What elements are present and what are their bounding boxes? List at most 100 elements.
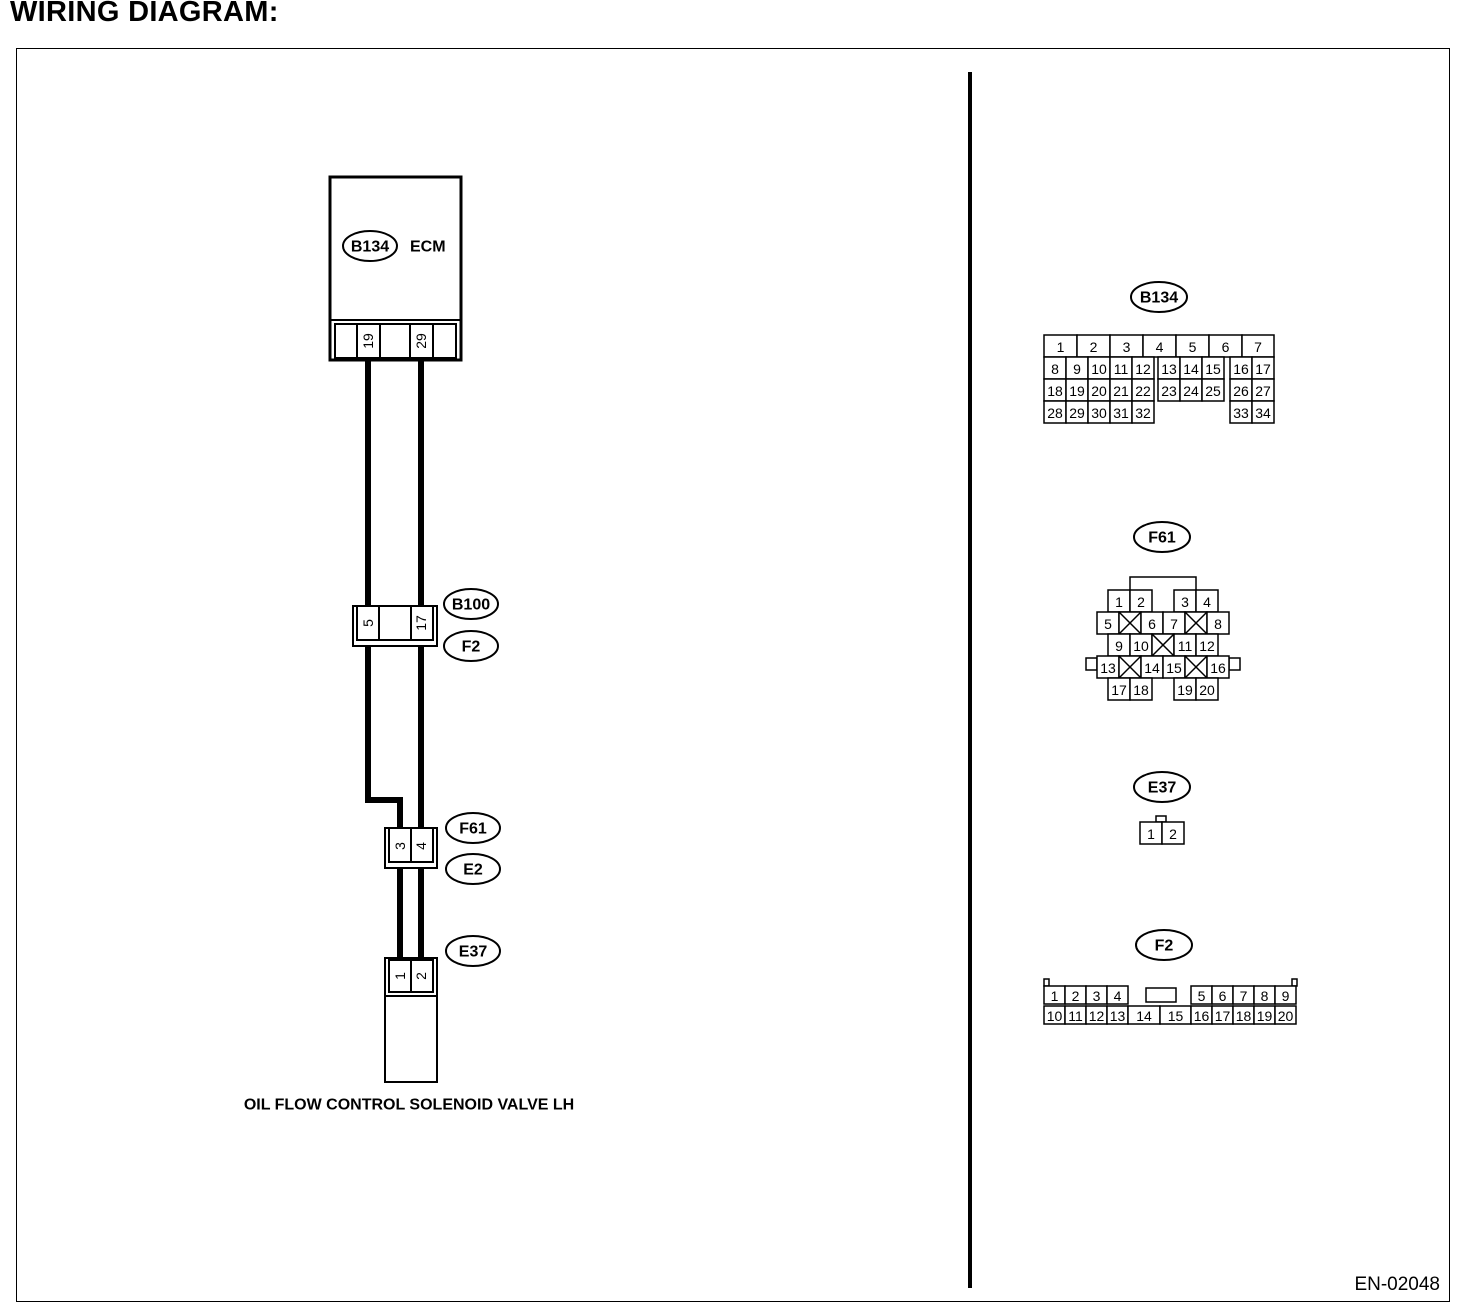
b134-pin-17: 17: [1255, 361, 1271, 377]
wires: [365, 359, 424, 960]
f2-pin-7: 7: [1240, 988, 1248, 1004]
joint-connector-b100-f2: 5 17 B100 F2: [352, 588, 499, 662]
b134-pin-27: 27: [1255, 383, 1271, 399]
joint-pin-5: 5: [360, 619, 376, 627]
solenoid-valve: 1 2 E37 OIL FLOW CONTROL SOLENOID VALVE …: [244, 935, 574, 1114]
e37-pin-2: 2: [1169, 826, 1177, 842]
f61-pin-11: 11: [1178, 638, 1193, 654]
f61-pin-3: 3: [1181, 594, 1189, 610]
f2-pin-6: 6: [1219, 988, 1227, 1004]
b134-pin-7: 7: [1254, 339, 1262, 355]
f2-pin-12: 12: [1089, 1008, 1105, 1024]
b134-pin-cell: [1251, 400, 1275, 424]
ecm-pin-19: 19: [360, 333, 376, 349]
b134-pin-1: 1: [1057, 339, 1065, 355]
b134-pin-15: 15: [1205, 361, 1221, 377]
b134-pin-16: 16: [1233, 361, 1249, 377]
b134-pin-21: 21: [1113, 383, 1129, 399]
f2-pin-18: 18: [1236, 1008, 1252, 1024]
b134-pin-33: 33: [1233, 405, 1249, 421]
ecm-name: ECM: [410, 239, 446, 256]
e37-pin-1: 1: [1147, 826, 1155, 842]
f61-pin-1: 1: [1115, 594, 1123, 610]
f61-pin-4: 4: [1203, 594, 1211, 610]
f61-pin-17: 17: [1111, 682, 1127, 698]
f2-pin-cell: [1274, 985, 1297, 1005]
b134-pin-13: 13: [1161, 361, 1177, 377]
f2-pin-13: 13: [1110, 1008, 1126, 1024]
b134-pin-4: 4: [1156, 339, 1164, 355]
b134-pin-6: 6: [1222, 339, 1230, 355]
e37-pin-cell: [1161, 821, 1185, 845]
connector-id-f61: F61: [459, 821, 487, 838]
b134-pin-2: 2: [1090, 339, 1098, 355]
b134-pin-cell: [1131, 400, 1155, 424]
f2-pin-14: 14: [1136, 1008, 1152, 1024]
b134-pin-29: 29: [1069, 405, 1085, 421]
f61-view-label: F61: [1148, 530, 1176, 547]
b134-pin-20: 20: [1091, 383, 1107, 399]
f2-pin-2: 2: [1072, 988, 1080, 1004]
b134-pin-5: 5: [1189, 339, 1197, 355]
b134-pin-9: 9: [1073, 361, 1081, 377]
b134-pin-cell: [1201, 378, 1225, 402]
connector-id-e2: E2: [463, 862, 483, 879]
f61-pin-13: 13: [1100, 660, 1116, 676]
f61-blank-cavity-mark: [1184, 655, 1208, 679]
b134-pin-30: 30: [1091, 405, 1107, 421]
f61-blank-cavity-mark: [1151, 633, 1175, 657]
f61-blank-cavity-mark: [1118, 611, 1142, 635]
b134-pin-10: 10: [1091, 361, 1107, 377]
f61-pin-10: 10: [1133, 638, 1149, 654]
solenoid-pin-1: 1: [392, 972, 408, 980]
b134-view-label: B134: [1140, 290, 1178, 307]
ecm-unit: 19 29 B134 ECM: [328, 175, 463, 362]
b134-pin-31: 31: [1113, 405, 1129, 421]
connector-id-e37: E37: [459, 944, 488, 961]
b134-pin-25: 25: [1205, 383, 1221, 399]
f2-pin-1: 1: [1051, 988, 1059, 1004]
f2-pin-5: 5: [1198, 988, 1206, 1004]
joint-pin-17: 17: [413, 615, 429, 631]
b134-pin-34: 34: [1255, 405, 1271, 421]
joint-pin-4: 4: [413, 842, 429, 850]
connector-id-f2: F2: [462, 639, 481, 656]
b134-pin-24: 24: [1183, 383, 1199, 399]
f2-pin-15: 15: [1168, 1008, 1184, 1024]
f61-pin-5: 5: [1104, 616, 1112, 632]
f61-pin-9: 9: [1115, 638, 1123, 654]
f2-pin-16: 16: [1194, 1008, 1210, 1024]
f2-pin-11: 11: [1068, 1008, 1083, 1024]
f61-pin-2: 2: [1137, 594, 1145, 610]
b134-pin-18: 18: [1047, 383, 1063, 399]
f2-pin-20: 20: [1278, 1008, 1294, 1024]
f61-blank-cavity-mark: [1184, 611, 1208, 635]
ecm-pin-29: 29: [413, 333, 429, 349]
f61-pin-12: 12: [1199, 638, 1215, 654]
f61-pin-14: 14: [1144, 660, 1160, 676]
f61-pin-6: 6: [1148, 616, 1156, 632]
diagram-frame: [16, 48, 1450, 1302]
b134-pin-8: 8: [1051, 361, 1059, 377]
ecm-connector-id: B134: [351, 239, 389, 256]
panel-divider: [968, 72, 972, 1288]
f2-pin-10: 10: [1047, 1008, 1063, 1024]
joint-pin-3: 3: [392, 842, 408, 850]
f61-pin-19: 19: [1177, 682, 1193, 698]
reference-code: EN-02048: [1354, 1274, 1440, 1295]
b134-pin-3: 3: [1123, 339, 1131, 355]
b134-pin-22: 22: [1135, 383, 1151, 399]
f2-pin-cell: [1106, 985, 1129, 1005]
b134-pin-11: 11: [1114, 361, 1129, 377]
f61-pin-8: 8: [1214, 616, 1222, 632]
b134-pin-26: 26: [1233, 383, 1249, 399]
f61-pin-7: 7: [1170, 616, 1178, 632]
